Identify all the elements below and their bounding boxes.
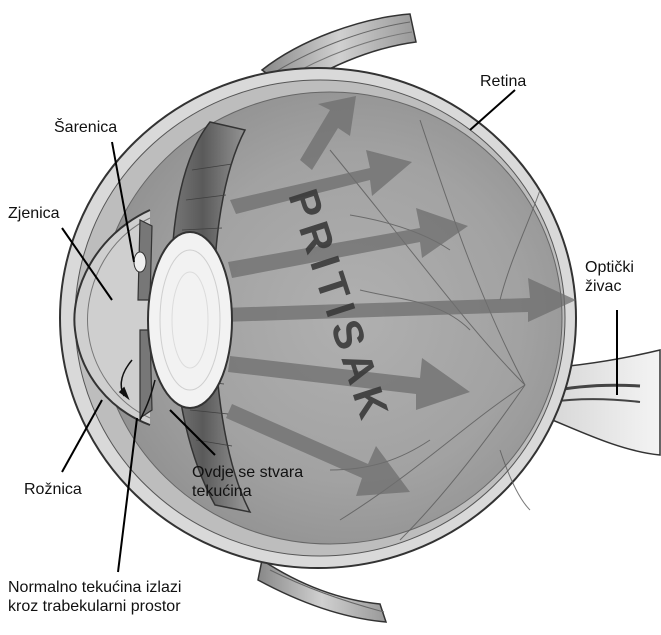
label-cornea: Rožnica bbox=[24, 480, 82, 499]
label-fluid-made: Ovdje se stvara tekućina bbox=[192, 463, 303, 501]
label-optic-nerve-line1: Optički bbox=[585, 258, 634, 277]
label-outflow: Normalno tekućina izlazi kroz trabekular… bbox=[8, 578, 181, 616]
lower-eye-muscle bbox=[258, 560, 386, 622]
label-optic-nerve-line2: živac bbox=[585, 277, 634, 296]
leader-retina bbox=[470, 90, 515, 130]
lens bbox=[148, 232, 232, 408]
label-fluid-made-line2: tekućina bbox=[192, 482, 303, 501]
label-retina: Retina bbox=[480, 72, 526, 91]
label-iris: Šarenica bbox=[54, 118, 117, 137]
label-outflow-line2: kroz trabekularni prostor bbox=[8, 597, 181, 616]
label-pupil: Zjenica bbox=[8, 204, 60, 223]
label-fluid-made-line1: Ovdje se stvara bbox=[192, 463, 303, 482]
label-optic-nerve: Optički živac bbox=[585, 258, 634, 296]
label-outflow-line1: Normalno tekućina izlazi bbox=[8, 578, 181, 597]
